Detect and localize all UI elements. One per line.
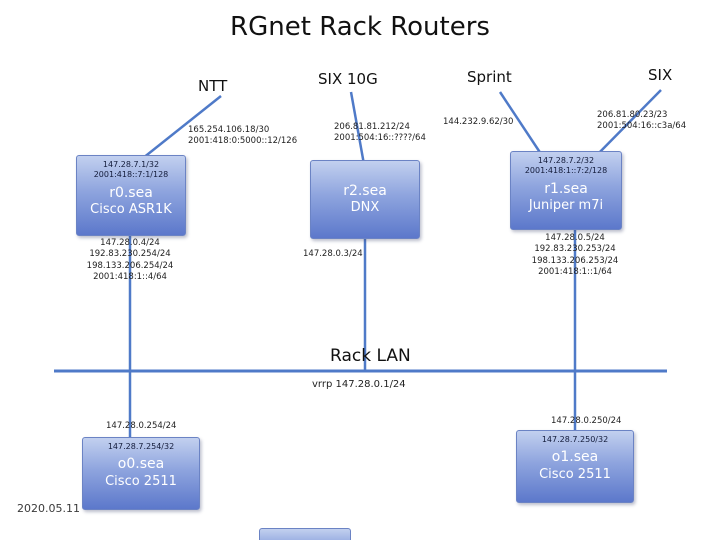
address-line: 192.83.230.253/24: [534, 244, 616, 255]
address-line: 2001:504:16::c3a/64: [597, 121, 687, 132]
address-line: 206.81.81.212/24: [334, 122, 410, 132]
r2-lan-addresses: 147.28.0.3/24: [303, 249, 363, 260]
address-line: 147.28.0.3/24: [303, 249, 363, 259]
router-model: Juniper m7i: [528, 198, 604, 214]
address-line: 144.232.9.62/30: [443, 117, 514, 127]
loopback-addresses: 147.28.7.1/32 2001:418::7:1/128: [94, 160, 169, 181]
router-node-r2: r2.sea DNX: [310, 160, 420, 239]
o1-lan-address: 147.28.0.250/24: [551, 416, 622, 426]
address-line: 147.28.0.5/24: [545, 233, 605, 243]
router-node-r1: 147.28.7.2/32 2001:418:1::7:2/128 r1.sea…: [510, 151, 622, 230]
loopback-line: 147.28.7.2/32: [537, 156, 595, 165]
address-line: 2001:418:1::4/64: [93, 272, 167, 283]
console-model: Cisco 2511: [105, 473, 177, 489]
router-model: Cisco ASR1K: [90, 202, 172, 218]
address-line: 2001:504:16::????/64: [334, 133, 426, 144]
console-node-o0: 147.28.7.254/32 o0.sea Cisco 2511: [82, 437, 200, 510]
router-model: DNX: [350, 200, 380, 216]
uplink-label-six10g: SIX 10G: [318, 70, 378, 88]
loopback-line: 147.28.7.250/32: [541, 435, 609, 444]
router-node-r0: 147.28.7.1/32 2001:418::7:1/128 r0.sea C…: [76, 155, 186, 236]
router-name: r1.sea: [544, 180, 588, 197]
address-line: 2001:418:0:5000::12/126: [188, 136, 298, 147]
six-addresses: 206.81.80.23/23 2001:504:16::c3a/64: [597, 110, 686, 133]
loopback-addresses: 147.28.7.2/32 2001:418:1::7:2/128: [525, 156, 607, 177]
o0-lan-address: 147.28.0.254/24: [106, 421, 177, 431]
address-line: 198.133.206.254/24: [86, 260, 174, 271]
console-node-o1: 147.28.7.250/32 o1.sea Cisco 2511: [516, 430, 634, 503]
sprint-link-line: [498, 91, 547, 161]
address-line: 165.254.106.18/30: [188, 125, 270, 135]
address-line: 198.133.206.253/24: [531, 255, 619, 266]
r1-lan-addresses: 147.28.0.5/24 192.83.230.253/24 198.133.…: [525, 233, 625, 279]
loopback-addresses: 147.28.7.254/32: [108, 442, 174, 452]
address-line: 206.81.80.23/23: [597, 110, 668, 120]
uplink-label-six: SIX: [648, 66, 673, 84]
loopback-line: 2001:418::7:1/128: [93, 170, 169, 180]
six10g-addresses: 206.81.81.212/24 2001:504:16::????/64: [334, 122, 426, 145]
sprint-addresses: 144.232.9.62/30: [443, 117, 513, 128]
address-line: 2001:418:1::1/64: [538, 267, 612, 278]
address-line: 147.28.0.4/24: [100, 238, 160, 248]
console-name: o0.sea: [117, 456, 165, 473]
console-name: o1.sea: [551, 449, 599, 466]
address-line: 192.83.230.254/24: [89, 249, 171, 260]
ntt-addresses: 165.254.106.18/30 2001:418:0:5000::12/12…: [188, 125, 297, 148]
uplink-label-ntt: NTT: [198, 77, 228, 95]
loopback-line: 147.28.7.1/32: [102, 160, 160, 169]
partial-node-bottom: [259, 528, 351, 540]
loopback-line: 147.28.7.254/32: [107, 442, 175, 451]
six-link-line: [591, 89, 662, 161]
console-model: Cisco 2511: [539, 466, 611, 482]
loopback-line: 2001:418:1::7:2/128: [524, 166, 608, 176]
loopback-addresses: 147.28.7.250/32: [542, 435, 608, 445]
rack-lan-label: Rack LAN: [330, 346, 411, 366]
router-name: r2.sea: [343, 182, 387, 199]
vrrp-address: vrrp 147.28.0.1/24: [312, 379, 406, 390]
r0-lan-addresses: 147.28.0.4/24 192.83.230.254/24 198.133.…: [80, 238, 180, 284]
router-name: r0.sea: [109, 184, 153, 201]
diagram-title: RGnet Rack Routers: [230, 12, 490, 42]
slide-date: 2020.05.11: [17, 502, 80, 515]
uplink-label-sprint: Sprint: [467, 68, 512, 86]
six10g-link-line: [349, 91, 367, 171]
